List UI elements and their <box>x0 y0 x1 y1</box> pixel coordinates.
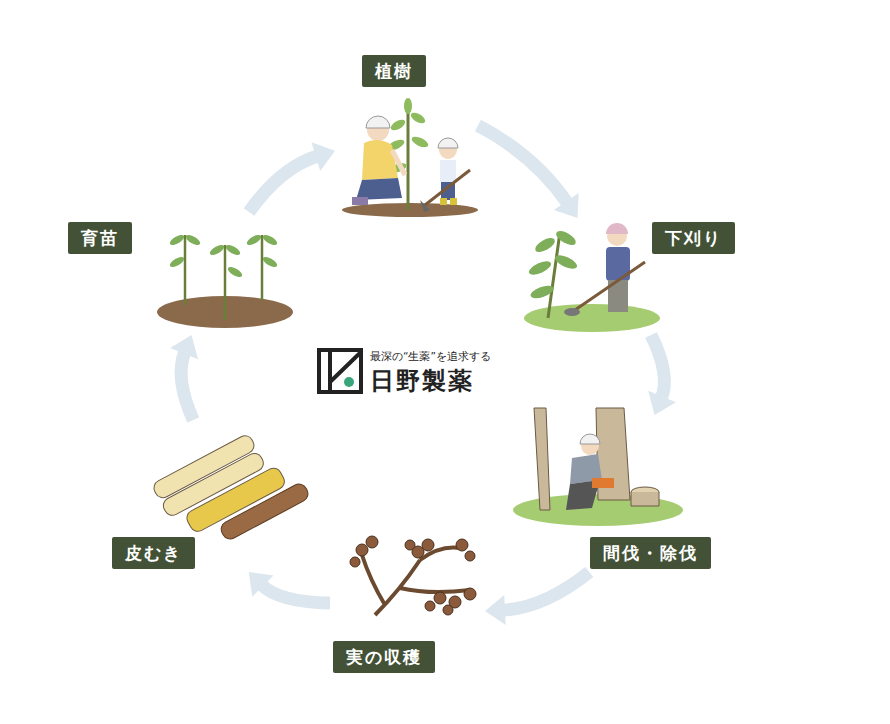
arrow-shaft <box>651 335 664 398</box>
cycle-arrow <box>170 335 198 420</box>
arrow-shaft <box>261 585 330 603</box>
cycle-arrow <box>249 572 330 603</box>
stage-node: 植樹 <box>335 50 478 218</box>
stage-node: 下刈り <box>520 218 750 335</box>
stage-label: 皮むき <box>112 537 195 569</box>
arrow-head <box>249 572 274 597</box>
cycle-arrow <box>249 142 335 212</box>
planting-figure <box>342 98 478 217</box>
cycle-arrow <box>648 335 676 415</box>
arrow-head <box>311 142 335 171</box>
stage-node: 皮むき <box>110 420 295 572</box>
weeding-figure <box>524 223 660 332</box>
brand-name: 日野製薬 <box>370 365 474 397</box>
thinning-figure <box>513 408 683 526</box>
seedlings <box>157 233 293 328</box>
arrow-shaft <box>478 126 567 204</box>
stage-label: 間伐・除伐 <box>590 537 711 569</box>
cycle-arrow <box>485 572 589 625</box>
arrow-shaft <box>503 572 589 610</box>
stage-label: 下刈り <box>652 222 735 254</box>
arrow-head <box>485 595 506 625</box>
stage-label: 実の収穫 <box>333 641 435 673</box>
arrow-shaft <box>181 352 193 420</box>
tagline: 最深の“生薬”を追求する <box>370 350 491 364</box>
stage-label: 育苗 <box>68 222 132 254</box>
stage-node: 間伐・除伐 <box>515 415 740 572</box>
fruit-branch <box>350 536 476 615</box>
arrow-shaft <box>249 156 318 212</box>
arrow-head <box>648 391 676 415</box>
cycle-arrow <box>478 126 579 218</box>
logo-mark <box>319 350 361 392</box>
stage-label: 植樹 <box>362 55 426 87</box>
arrow-head <box>554 193 579 218</box>
stage-node: 実の収穫 <box>330 515 485 675</box>
arrow-head <box>170 335 198 359</box>
stage-node: 育苗 <box>65 212 295 335</box>
